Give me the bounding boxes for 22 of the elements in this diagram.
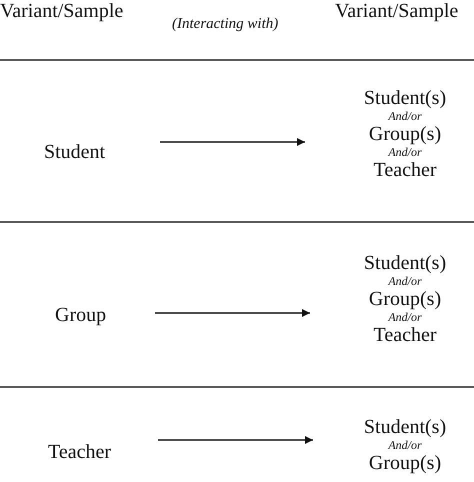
arrow: [160, 138, 305, 146]
role-label: Teacher: [48, 441, 111, 463]
column-heading: Variant/Sample: [0, 0, 124, 23]
connector-word: And/or: [388, 109, 422, 123]
connector-word: And/or: [388, 274, 422, 288]
role-label: Student(s): [364, 87, 446, 109]
role-label: Group: [55, 304, 106, 326]
role-label: Group(s): [368, 288, 442, 310]
connector-word: And/or: [388, 310, 422, 324]
role-label: Student: [44, 141, 106, 163]
role-label: Group(s): [368, 123, 442, 145]
arrow: [158, 436, 313, 444]
role-label: Teacher: [374, 159, 436, 181]
column-subheading: (Interacting with): [172, 16, 278, 33]
arrow: [155, 309, 310, 317]
connector-word: And/or: [388, 438, 422, 452]
role-label: Student(s): [364, 252, 446, 274]
role-label: Group(s): [368, 452, 442, 474]
connector-word: And/or: [388, 145, 422, 159]
role-label: Teacher: [374, 324, 436, 346]
role-label: Student(s): [364, 416, 446, 438]
column-heading: Variant/Sample: [335, 0, 458, 23]
